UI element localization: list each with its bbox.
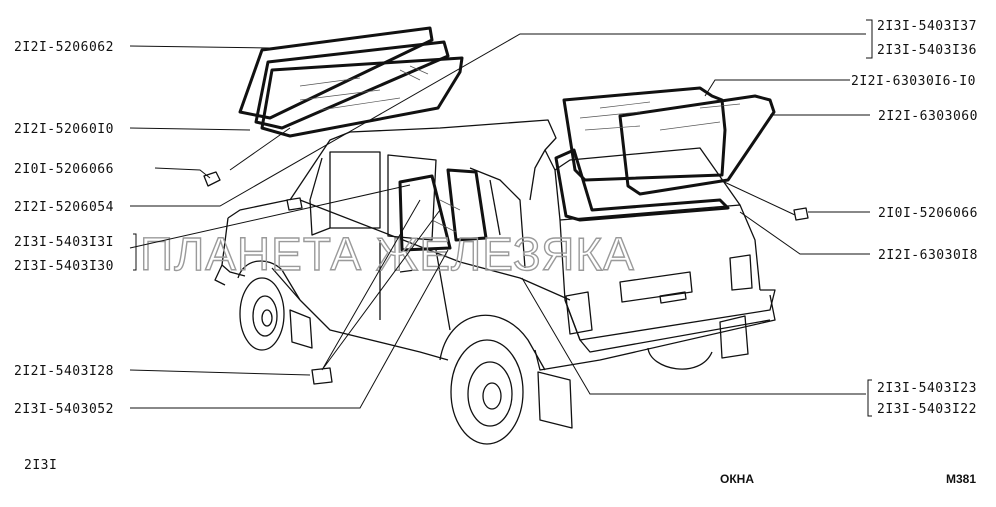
- label-2131-5403123: 2I3I-5403I23: [877, 381, 977, 396]
- label-2121-6303016-10: 2I2I-63030I6-I0: [851, 74, 976, 89]
- footer-model: 2I3I: [24, 458, 57, 473]
- watermark-text: ПЛАНЕТА ЖЕЛЕЗЯКА: [140, 228, 635, 280]
- quarter-window-seal: [398, 174, 452, 252]
- clip-bottom: [311, 367, 333, 385]
- label-2121-6303060: 2I2I-6303060: [878, 109, 978, 124]
- right-labels: 2I3I-5403I37 2I3I-5403I36 2I2I-63030I6-I…: [851, 19, 978, 417]
- label-2131-5403122: 2I3I-5403I22: [877, 402, 977, 417]
- label-2121-6303018: 2I2I-63030I8: [878, 248, 978, 263]
- footer-page: M381: [946, 472, 976, 486]
- label-2131-5403130: 2I3I-5403I30: [14, 259, 114, 274]
- clip-left: [203, 171, 221, 187]
- clip-right: [793, 207, 809, 221]
- footer: 2I3I ОКНА M381: [24, 458, 976, 486]
- label-2131-5403052: 2I3I-5403052: [14, 402, 114, 417]
- tailgate-seal: [554, 148, 730, 222]
- side-window-glass: [260, 56, 464, 138]
- quarter-window-frame: [446, 168, 488, 242]
- glass-parts: [203, 26, 809, 385]
- label-2121-5206054: 2I2I-5206054: [14, 200, 114, 215]
- label-2131-5403136: 2I3I-5403I36: [877, 43, 977, 58]
- footer-section: ОКНА: [720, 472, 754, 486]
- label-2121-5206010: 2I2I-52060I0: [14, 122, 114, 137]
- leader-lines: [129, 19, 873, 417]
- side-window-seal-mid: [254, 40, 450, 130]
- label-2101-5206066-right: 2I0I-5206066: [878, 206, 978, 221]
- label-2121-5206062: 2I2I-5206062: [14, 40, 114, 55]
- car-body-drawing: [214, 119, 776, 445]
- label-2121-5403128: 2I2I-5403I28: [14, 364, 114, 379]
- label-2101-5206066-left: 2I0I-5206066: [14, 162, 114, 177]
- label-2131-5403137: 2I3I-5403I37: [877, 19, 977, 34]
- rear-window-glass: [618, 94, 776, 196]
- label-2131-5403131: 2I3I-5403I3I: [14, 235, 114, 250]
- left-labels: 2I2I-5206062 2I2I-52060I0 2I0I-5206066 2…: [14, 40, 114, 417]
- rear-window-seal: [562, 86, 727, 182]
